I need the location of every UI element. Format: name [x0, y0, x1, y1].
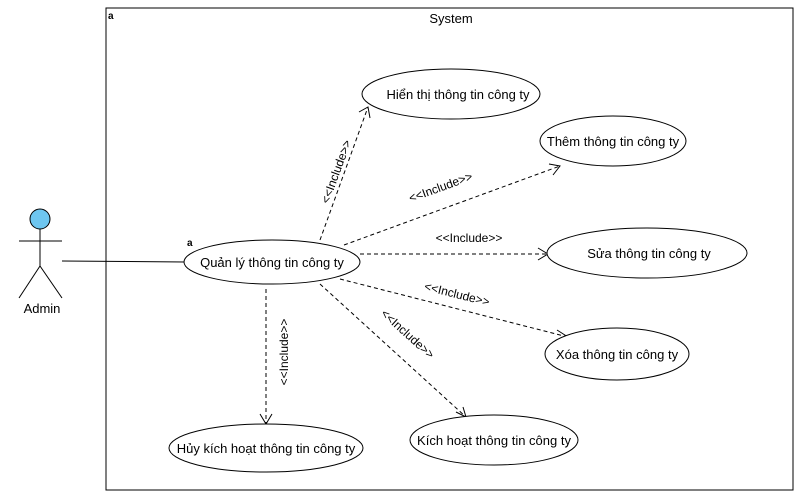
- include-edge-display: [319, 106, 369, 241]
- use-case-edit[interactable]: Sửa thông tin công ty: [546, 227, 748, 279]
- use-case-delete[interactable]: Xóa thông tin công ty: [544, 327, 690, 381]
- use-case-manage-label: Quản lý thông tin công ty: [200, 255, 344, 270]
- arrowhead-display: [358, 106, 371, 119]
- include-label-display: <<Include>>: [318, 138, 354, 205]
- use-case-activate-ellipse: [409, 414, 579, 466]
- include-label-deactivate: <<Include>>: [277, 319, 291, 386]
- use-case-edit-ellipse: [546, 227, 748, 279]
- use-case-deactivate-label: Hủy kích hoạt thông tin công ty: [177, 441, 356, 456]
- use-case-manage-ellipse: [183, 239, 361, 285]
- association-line: [61, 260, 186, 263]
- use-case-delete-label: Xóa thông tin công ty: [556, 347, 679, 362]
- use-case-display-label: Hiển thị thông tin công ty: [386, 87, 530, 102]
- use-case-activate[interactable]: Kích hoạt thông tin công ty: [409, 414, 579, 466]
- actor-left-leg: [18, 265, 41, 299]
- include-edge-activate: [319, 283, 467, 418]
- use-case-display-ellipse: [361, 68, 541, 120]
- use-case-deactivate-ellipse: [168, 423, 364, 473]
- actor-admin[interactable]: Admin: [18, 208, 63, 316]
- actor-right-leg: [39, 265, 63, 299]
- include-edge-add: [343, 165, 561, 246]
- include-label-activate: <<Include>>: [378, 306, 437, 361]
- use-case-edit-label: Sửa thông tin công ty: [587, 246, 711, 261]
- use-case-activate-label: Kích hoạt thông tin công ty: [417, 433, 571, 448]
- use-case-add[interactable]: Thêm thông tin công ty: [539, 115, 687, 167]
- use-case-manage[interactable]: Quản lý thông tin công ty a: [183, 238, 361, 285]
- include-edge-delete: [339, 278, 569, 338]
- include-label-add: <<Include>>: [407, 169, 474, 205]
- use-case-manage-corner-mark: a: [187, 238, 193, 249]
- use-case-add-label: Thêm thông tin công ty: [547, 134, 680, 149]
- actor-head: [29, 208, 51, 230]
- system-title: System: [429, 11, 472, 26]
- arrowhead-add: [548, 163, 561, 176]
- include-label-edit: <<Include>>: [436, 231, 503, 245]
- system-corner-mark: a: [108, 11, 114, 22]
- actor-label: Admin: [24, 301, 61, 316]
- system-boundary: [105, 7, 794, 491]
- use-case-add-ellipse: [539, 115, 687, 167]
- include-label-delete: <<Include>>: [423, 279, 491, 309]
- use-case-deactivate[interactable]: Hủy kích hoạt thông tin công ty: [168, 423, 364, 473]
- use-case-display[interactable]: Hiển thị thông tin công ty: [361, 68, 541, 120]
- use-case-delete-ellipse: [544, 327, 690, 381]
